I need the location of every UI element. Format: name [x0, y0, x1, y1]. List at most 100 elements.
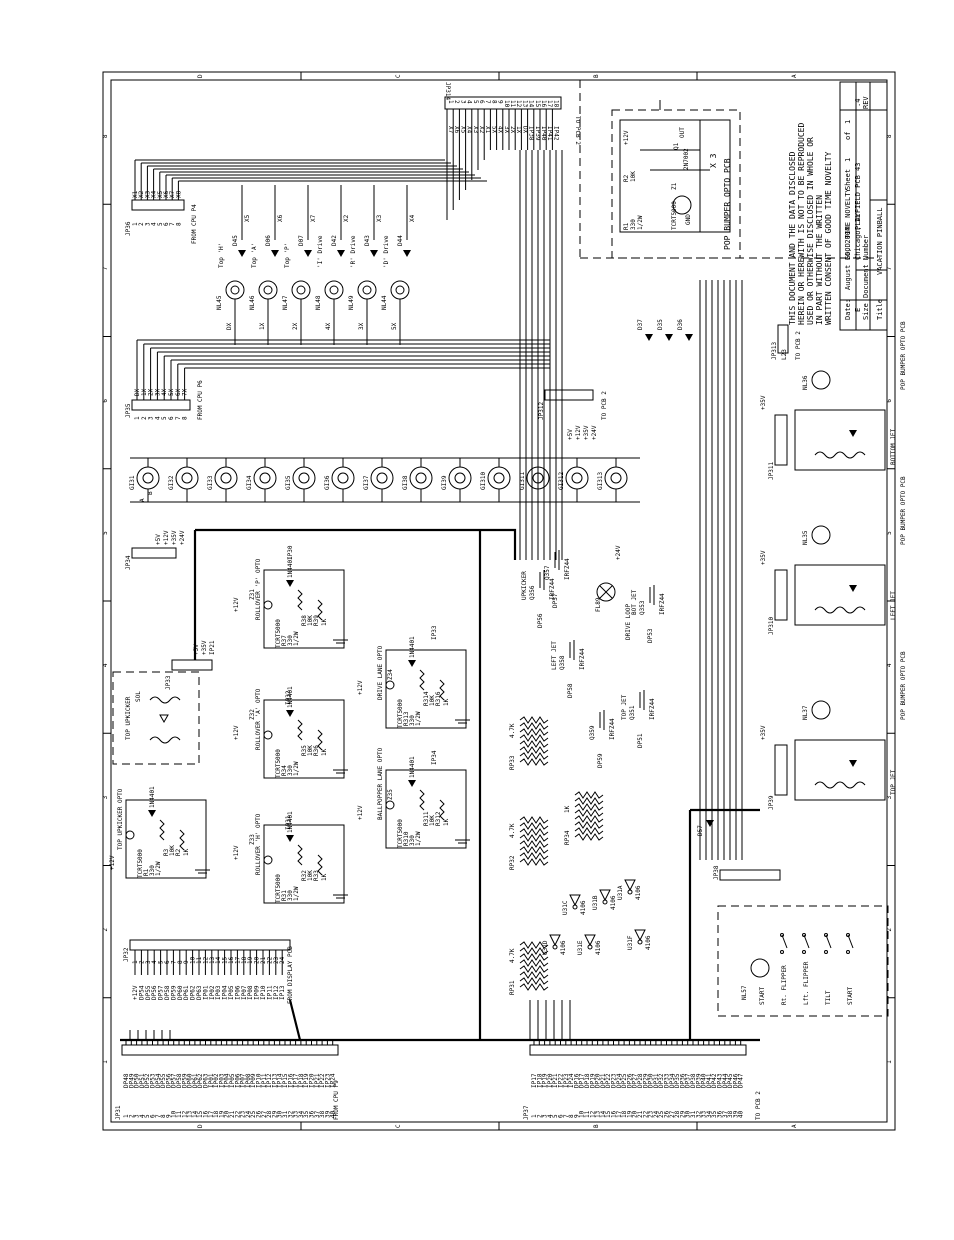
- lamp-ref: NL44: [381, 295, 388, 310]
- jp37-pin: 27: [669, 1110, 676, 1118]
- gi-ref: GI36: [324, 475, 331, 490]
- jp37-net: DP35: [674, 1073, 681, 1088]
- lamp-col: DX: [226, 322, 233, 330]
- diode-D06: [271, 250, 279, 257]
- opto-resistor: [439, 679, 445, 701]
- opto-led: [385, 680, 395, 690]
- resnet-element: [519, 746, 549, 754]
- resnet-element: [519, 959, 549, 967]
- jp314-pin: 18: [552, 100, 559, 108]
- ic-part: 4106: [610, 895, 617, 910]
- ic-ref: U31E: [577, 940, 584, 955]
- opto-res-label: R38: [301, 615, 308, 626]
- title-block: Title VACATION PINBALL Size Document Num…: [788, 81, 888, 331]
- zone-row-r-8: 8: [886, 134, 893, 138]
- jp37-pin: 23: [648, 1110, 655, 1118]
- opto-resistor: [159, 819, 165, 841]
- opto-resistor: [439, 799, 445, 821]
- resnet-element: [519, 816, 549, 824]
- resnet-element: [519, 858, 549, 866]
- jp32-net: IP06: [234, 985, 241, 1000]
- resnet-element: [519, 947, 549, 955]
- jp34-35v: +35V: [171, 530, 178, 545]
- opto-res-label: 1/2W: [293, 886, 300, 901]
- switch-node: [824, 950, 828, 954]
- jp31-pin: 35: [303, 1110, 310, 1118]
- jp37-net: DP17: [579, 1073, 586, 1088]
- jp35-label: FROM CPU P6: [197, 380, 204, 420]
- jp37-pin: 32: [695, 1110, 702, 1118]
- jet-connector: [774, 744, 788, 796]
- opto-res-label: R313: [403, 711, 410, 726]
- jp32-net: IP08: [247, 985, 254, 1000]
- jp37-pin: 34: [706, 1110, 713, 1118]
- jp31-net: IP19: [303, 1073, 310, 1088]
- jp314-pin: 11: [509, 100, 516, 108]
- opto-resistor: [317, 854, 323, 876]
- lamp-ref: NL48: [315, 295, 322, 310]
- resnet-element: [519, 953, 549, 961]
- zone-col-A: A: [791, 74, 798, 78]
- lamp-ref: NL49: [348, 295, 355, 310]
- pop-opto-count: X 3: [709, 153, 718, 168]
- jp31-net: DP53: [150, 1073, 157, 1088]
- zone-col-b-B: B: [593, 1124, 600, 1128]
- jp314-label: TO PCB 2: [574, 116, 581, 145]
- jp314-net: IP38: [528, 126, 535, 141]
- inverter-bubble: [552, 944, 558, 950]
- jp37-pin: 22: [642, 1110, 649, 1118]
- jp37-net: DP36: [679, 1073, 686, 1088]
- jp31-pin: 7: [155, 1114, 162, 1118]
- opto-diode: [408, 660, 416, 667]
- jp37-pin: 39: [732, 1110, 739, 1118]
- diode-D44: [403, 250, 411, 257]
- zone-row-6: 6: [102, 399, 109, 403]
- lamp-ref: NL46: [249, 295, 256, 310]
- mosfet-part: IRFZ44: [549, 578, 556, 600]
- zone-col-C: C: [395, 74, 402, 78]
- jp314-pin: 10: [503, 100, 510, 108]
- opto-res-label: R314: [423, 691, 430, 706]
- jet-lamp: [811, 700, 831, 720]
- jp31-pin: 24: [245, 1110, 252, 1118]
- lamp-NL49: [357, 280, 377, 300]
- jp37-net: DP38: [690, 1073, 697, 1088]
- lamp-diode: D42: [331, 235, 338, 246]
- rev-value: .4: [854, 99, 862, 107]
- jp37-pin: 35: [711, 1110, 718, 1118]
- jp31-pin: 40: [330, 1110, 337, 1118]
- inverter-symbol: [599, 889, 611, 902]
- diode-D45: [238, 250, 246, 257]
- jet-lamp: [811, 525, 831, 545]
- jp31-net: IP08: [245, 1073, 252, 1088]
- jp313-ref: JP313: [771, 342, 778, 360]
- svg-text:WRITTEN CONSENT OF GOOD TIME N: WRITTEN CONSENT OF GOOD TIME NOVELTY: [824, 151, 833, 325]
- opto-res-label: 330: [287, 635, 294, 646]
- opto-box: [125, 799, 207, 879]
- jp36-pin: 1: [132, 222, 139, 226]
- switch-contact: [847, 934, 854, 949]
- jp32-label: FROM DISPLAY PCB: [287, 946, 294, 1004]
- jp314-ref: JP314: [444, 82, 451, 100]
- resnet-element: [519, 834, 549, 842]
- jp37-pin: 12: [589, 1110, 596, 1118]
- resnet-element: [519, 822, 549, 830]
- jp314-pin: 16: [540, 100, 547, 108]
- opto-resistor: [297, 844, 303, 866]
- jp314-net: X5: [459, 126, 466, 134]
- gi-ref: GI313: [597, 472, 604, 490]
- jp31-pin: 33: [293, 1110, 300, 1118]
- jp35-pin: 4: [154, 416, 161, 420]
- jp37-net: DP23: [611, 1073, 618, 1088]
- opto-name: ROLLOVER 'H' OPTO: [255, 813, 262, 875]
- jp32-net: IP12: [273, 985, 280, 1000]
- opto-res-label: 10K: [429, 695, 436, 706]
- opto-diode: [286, 835, 294, 842]
- jp31-net: IP20: [309, 1073, 316, 1088]
- resnet-value: 4.7K: [509, 723, 516, 738]
- opto-resistor: [297, 719, 303, 741]
- ic-part: 4106: [580, 900, 587, 915]
- jp31-net: IP02: [213, 1073, 220, 1088]
- opto-res-label: R39: [313, 615, 320, 626]
